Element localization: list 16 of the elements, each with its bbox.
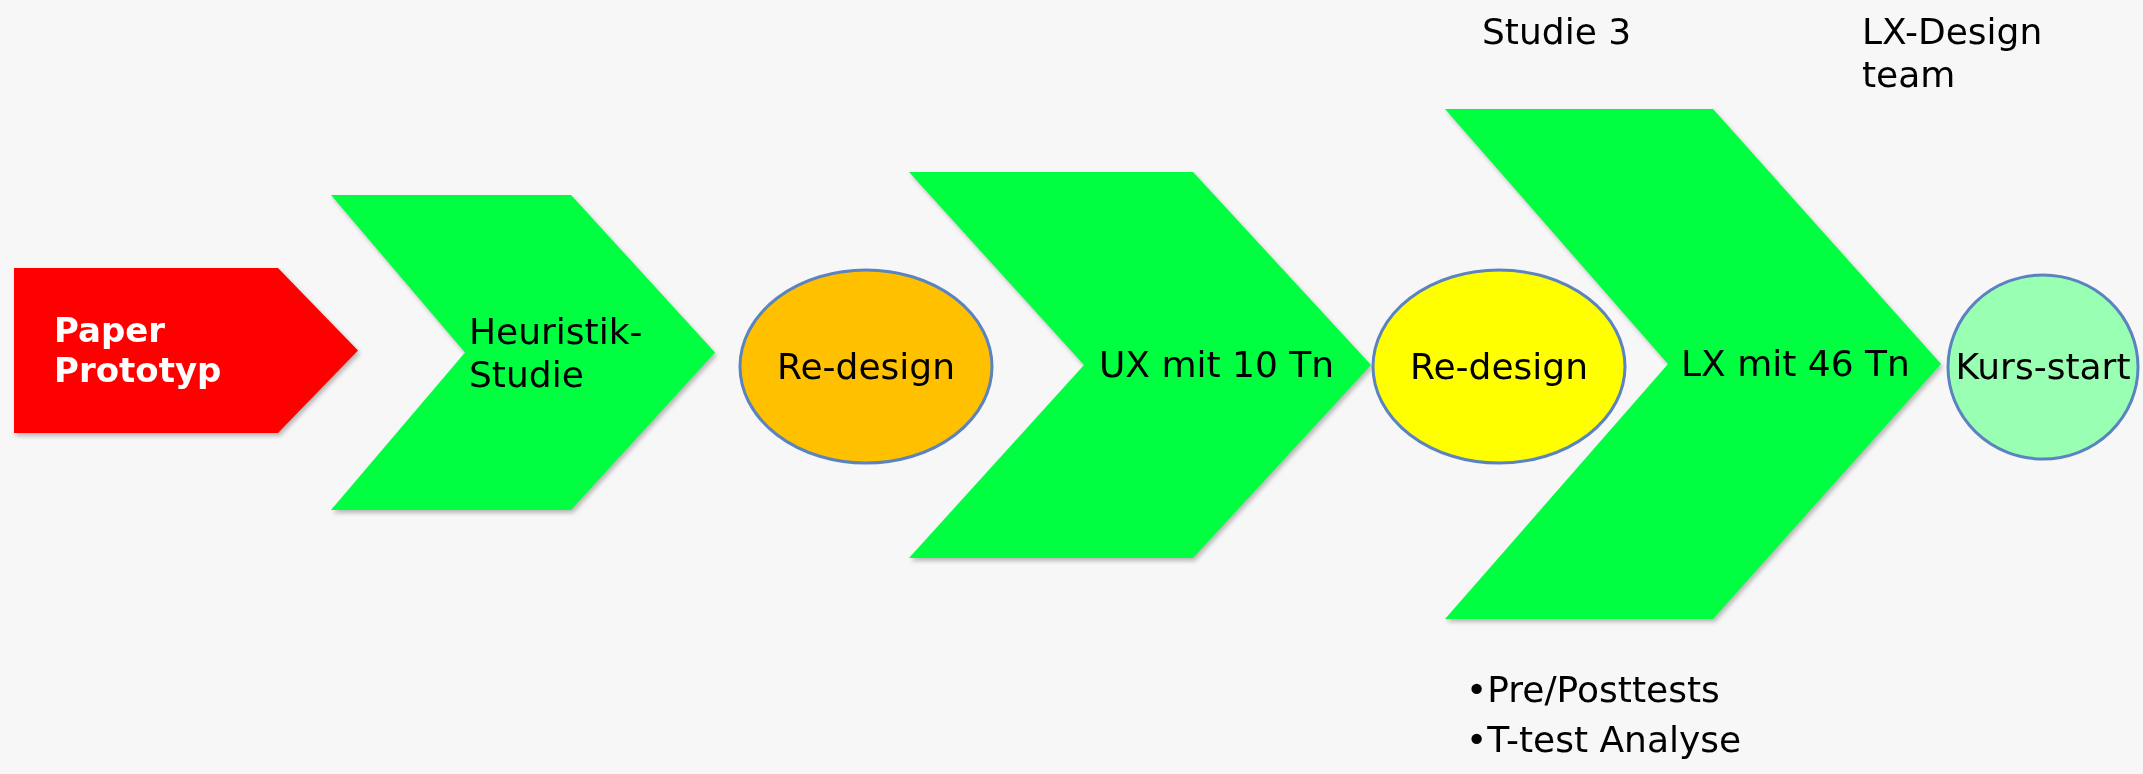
node-label: Paper Prototyp <box>54 309 223 392</box>
ellipse-shape <box>1371 268 1627 465</box>
bullet-item: •Pre/Posttests <box>1466 668 1721 712</box>
annotation-text: Studie 3 <box>1482 10 1633 54</box>
annotation-text: LX-Design team <box>1862 10 2044 97</box>
arrow-shape <box>14 268 358 433</box>
node-label: Kurs-start <box>1954 345 2132 389</box>
circle-shape <box>1946 273 2140 461</box>
node-label: LX mit 46 Tn <box>1681 342 1911 386</box>
node-label: Re-design <box>1409 344 1589 389</box>
bullet-item: •T-test Analyse <box>1466 718 1743 762</box>
ellipse-shape <box>738 268 994 465</box>
node-label: UX mit 10 Tn <box>1099 343 1336 387</box>
node-label: Heuristik-Studie <box>469 309 644 396</box>
node-label: Re-design <box>776 344 956 389</box>
chevron-shape <box>331 195 715 510</box>
